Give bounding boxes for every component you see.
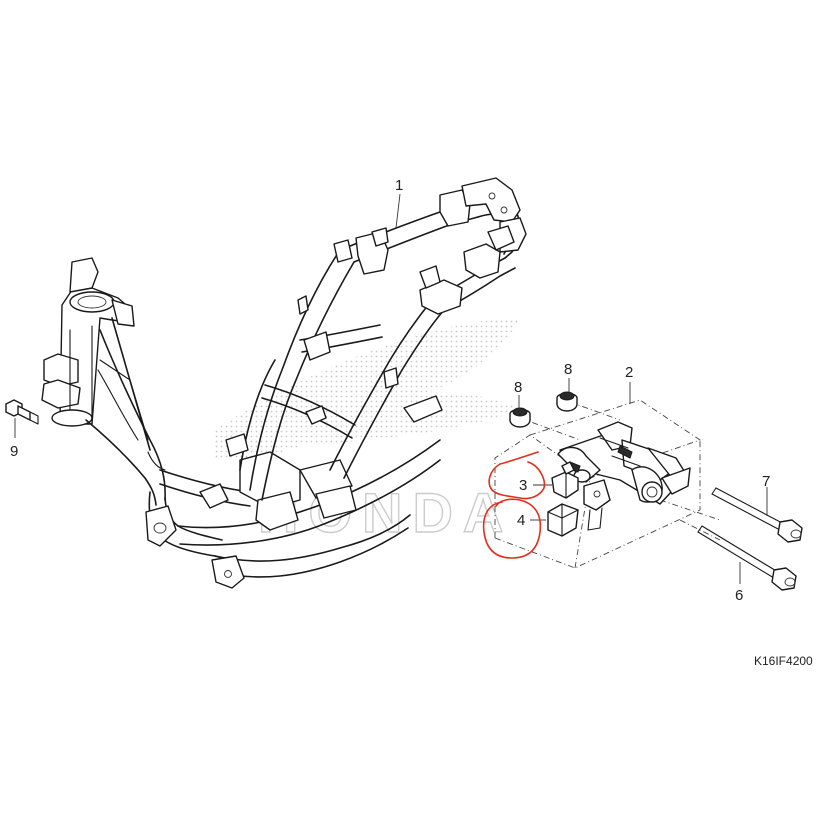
bushing-right [556, 391, 578, 412]
upper-bolt [711, 487, 803, 543]
callout-2: 2 [625, 364, 633, 381]
callout-labels: 1 2 3 4 6 7 8 8 9 [10, 177, 770, 604]
side-bolt [5, 399, 39, 438]
engine-hanger-group [494, 391, 803, 591]
lower-bolt [697, 525, 797, 591]
engine-hanger [557, 421, 691, 531]
hanger-rubber [547, 503, 579, 537]
red-circle-mark [482, 498, 542, 559]
callout-6: 6 [735, 587, 743, 604]
callout-8-right: 8 [564, 361, 572, 378]
callout-9: 9 [10, 443, 18, 460]
bushing-left [509, 407, 531, 428]
callout-4: 4 [517, 512, 525, 529]
figure-code: K16IF4200 [754, 654, 813, 668]
hanger-stopper [551, 461, 579, 499]
red-annotations [482, 451, 546, 559]
head-pipe [41, 257, 135, 427]
callout-1: 1 [395, 177, 403, 194]
frame-body [41, 177, 527, 589]
watermark-wing-shape [212, 318, 520, 461]
callout-8-left: 8 [514, 379, 522, 396]
callout-7: 7 [762, 473, 770, 490]
callout-3: 3 [519, 477, 527, 494]
leader-lines [395, 193, 768, 584]
red-check-mark [488, 451, 546, 500]
